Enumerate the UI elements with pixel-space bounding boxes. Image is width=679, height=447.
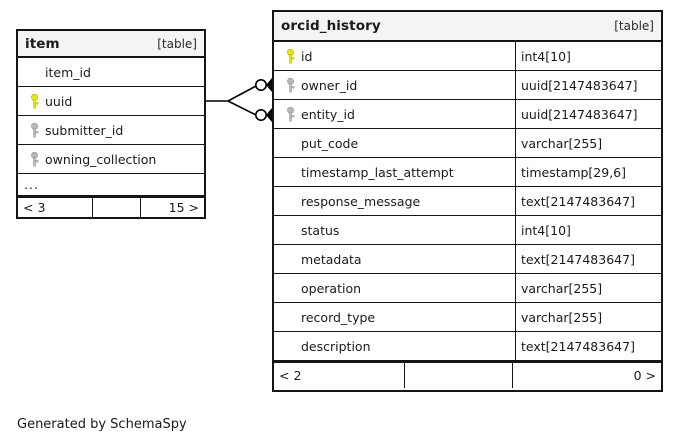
table-row[interactable]: response_message text[2147483647] <box>274 187 661 216</box>
column-type: uuid[2147483647] <box>515 71 661 99</box>
table-row[interactable]: timestamp_last_attempt timestamp[29,6] <box>274 158 661 187</box>
column-name: status <box>301 222 340 238</box>
table-row[interactable]: metadata text[2147483647] <box>274 245 661 274</box>
column-cell-name: owner_id <box>274 71 515 99</box>
foreign-key-icon <box>25 122 43 138</box>
column-type: timestamp[29,6] <box>515 158 661 186</box>
table-orcid-history-tag: [table] <box>614 19 654 33</box>
column-name: timestamp_last_attempt <box>301 164 454 180</box>
column-name: id <box>301 48 313 64</box>
column-type: text[2147483647] <box>515 332 661 360</box>
table-item-tag: [table] <box>157 36 197 51</box>
column-type: varchar[255] <box>515 274 661 302</box>
column-type: int4[10] <box>515 216 661 244</box>
column-name: put_code <box>301 135 359 151</box>
column-name: owning_collection <box>45 151 157 167</box>
table-row[interactable]: put_code varchar[255] <box>274 129 661 158</box>
column-type: varchar[255] <box>515 303 661 331</box>
table-row[interactable]: item_id <box>18 58 204 87</box>
column-type: text[2147483647] <box>515 187 661 215</box>
primary-key-icon <box>25 93 43 109</box>
foreign-key-icon <box>281 77 299 93</box>
column-name: submitter_id <box>45 122 124 138</box>
column-name: operation <box>301 280 362 296</box>
table-row[interactable]: owner_id uuid[2147483647] <box>274 71 661 100</box>
column-name: owner_id <box>301 77 358 93</box>
foreign-key-icon <box>25 151 43 167</box>
column-cell-name: metadata <box>274 245 515 273</box>
optional-marker-icon <box>255 79 268 92</box>
ellipsis-label: ... <box>24 177 39 192</box>
table-item-title: item <box>25 35 60 52</box>
table-row[interactable]: id int4[10] <box>274 42 661 71</box>
primary-key-icon <box>281 48 299 64</box>
column-type: text[2147483647] <box>515 245 661 273</box>
column-type: int4[10] <box>515 42 661 70</box>
column-cell-name: operation <box>274 274 515 302</box>
column-cell-name: put_code <box>274 129 515 157</box>
column-name: metadata <box>301 251 362 267</box>
column-cell-name: uuid <box>18 87 204 115</box>
table-row[interactable]: submitter_id <box>18 116 204 145</box>
table-orcid-history-footer: < 2 0 > <box>274 361 661 388</box>
column-name: description <box>301 338 371 354</box>
column-cell-name: timestamp_last_attempt <box>274 158 515 186</box>
column-name: uuid <box>45 93 73 109</box>
column-cell-name: id <box>274 42 515 70</box>
footer-middle-cell <box>403 363 513 388</box>
table-row[interactable]: owning_collection <box>18 145 204 174</box>
relationship-line-owner-id <box>227 85 257 102</box>
parent-count-label[interactable]: < 2 <box>279 368 302 383</box>
footer-middle-cell <box>92 198 141 217</box>
column-name: record_type <box>301 309 376 325</box>
table-item[interactable]: item [table] item_id uuid <box>16 29 206 219</box>
child-count-label[interactable]: 0 > <box>633 368 656 383</box>
foreign-key-icon <box>281 106 299 122</box>
column-cell-name: entity_id <box>274 100 515 128</box>
table-orcid-history-title: orcid_history <box>281 18 381 34</box>
more-columns-row[interactable]: ... <box>18 174 204 196</box>
table-row[interactable]: entity_id uuid[2147483647] <box>274 100 661 129</box>
column-name: response_message <box>301 193 421 209</box>
table-row[interactable]: uuid <box>18 87 204 116</box>
column-cell-name: owning_collection <box>18 145 204 173</box>
child-count-label[interactable]: 15 > <box>168 200 199 215</box>
column-cell-name: description <box>274 332 515 360</box>
table-row[interactable]: status int4[10] <box>274 216 661 245</box>
relationship-line-entity-id <box>227 100 257 116</box>
optional-marker-icon <box>255 109 268 122</box>
table-orcid-history-header: orcid_history [table] <box>274 12 661 42</box>
table-row[interactable]: operation varchar[255] <box>274 274 661 303</box>
column-type: varchar[255] <box>515 129 661 157</box>
table-row[interactable]: description text[2147483647] <box>274 332 661 361</box>
column-cell-name: submitter_id <box>18 116 204 144</box>
column-cell-name: response_message <box>274 187 515 215</box>
column-cell-name: status <box>274 216 515 244</box>
column-cell-name: item_id <box>18 58 204 86</box>
column-cell-name: record_type <box>274 303 515 331</box>
table-item-header: item [table] <box>18 31 204 58</box>
column-type: uuid[2147483647] <box>515 100 661 128</box>
table-orcid-history[interactable]: orcid_history [table] id int4[10] <box>272 10 663 392</box>
table-row[interactable]: record_type varchar[255] <box>274 303 661 332</box>
column-name: entity_id <box>301 106 355 122</box>
table-item-footer: < 3 15 > <box>18 196 204 217</box>
column-name: item_id <box>45 64 91 80</box>
parent-count-label[interactable]: < 3 <box>23 200 46 215</box>
generator-credit: Generated by SchemaSpy <box>17 417 187 432</box>
